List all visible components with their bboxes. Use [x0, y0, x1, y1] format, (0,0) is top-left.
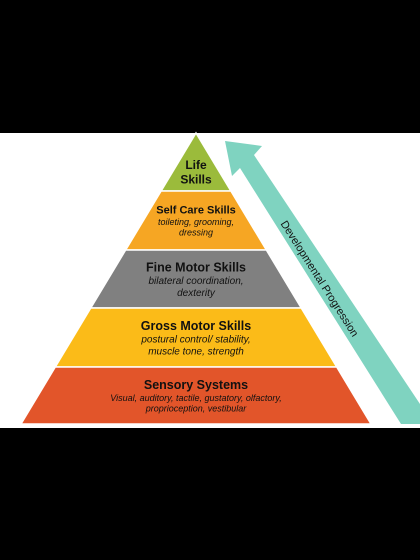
- level-4-subtitle-line-1: postural control/ stability,: [140, 335, 250, 346]
- level-5-subtitle-line-1: Visual, auditory, tactile, gustatory, ol…: [110, 393, 281, 403]
- level-3-subtitle-line-2: dexterity: [177, 288, 216, 299]
- level-3-title-line-1: Fine Motor Skills: [146, 261, 246, 275]
- level-2-subtitle-line-2: dressing: [179, 228, 213, 238]
- level-1-title-line-2: Skills: [180, 173, 212, 187]
- level-5-subtitle-line-2: proprioception, vestibular: [145, 404, 248, 414]
- level-5-title-line-1: Sensory Systems: [144, 378, 248, 392]
- pyramid-level-5: [19, 366, 373, 425]
- level-4-subtitle-line-2: muscle tone, strength: [148, 347, 244, 358]
- level-4-title-line-1: Gross Motor Skills: [141, 319, 251, 333]
- level-3-subtitle-line-1: bilateral coordination,: [148, 276, 243, 287]
- level-2-title-line-1: Self Care Skills: [156, 205, 236, 217]
- level-1-title-line-1: Life: [185, 158, 207, 172]
- arrow-shape: [225, 141, 420, 424]
- level-2-subtitle-line-1: toileting, grooming,: [158, 217, 234, 227]
